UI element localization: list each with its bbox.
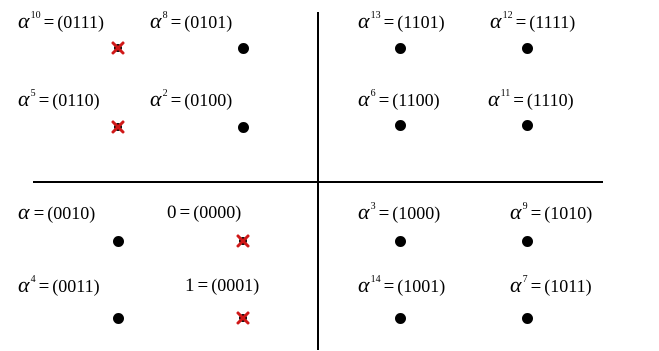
x-mark-icon bbox=[236, 311, 250, 325]
alpha-symbol: α bbox=[510, 272, 522, 297]
alpha-symbol: α bbox=[150, 86, 162, 111]
equals-sign: = bbox=[513, 90, 524, 111]
binary-value: (0000) bbox=[193, 202, 242, 222]
equals-sign: = bbox=[170, 12, 182, 33]
binary-value: (1101) bbox=[397, 12, 445, 32]
exponent: 11 bbox=[500, 88, 511, 99]
binary-value: (0100) bbox=[184, 90, 233, 110]
binary-value: (0001) bbox=[211, 275, 260, 295]
element-label-a12: α12=(1111) bbox=[490, 10, 575, 37]
element-label-zero: 0=(0000) bbox=[167, 201, 241, 224]
element-label-one: 1=(0001) bbox=[185, 274, 259, 297]
exponent: 3 bbox=[370, 201, 376, 212]
equals-sign: = bbox=[378, 90, 390, 111]
alpha-symbol: α bbox=[358, 86, 370, 111]
element-constant: 1 bbox=[185, 275, 195, 296]
exponent: 2 bbox=[162, 88, 168, 99]
constellation-point bbox=[112, 235, 124, 247]
x-mark-icon bbox=[111, 41, 125, 55]
binary-value: (1110) bbox=[526, 90, 574, 110]
alpha-symbol: α bbox=[150, 8, 162, 33]
element-label-a8: α8=(0101) bbox=[150, 10, 232, 37]
element-label-a6: α6=(1100) bbox=[358, 88, 440, 115]
constellation-point bbox=[237, 121, 249, 133]
equals-sign: = bbox=[383, 12, 395, 33]
alpha-symbol: α bbox=[510, 199, 522, 224]
alpha-symbol: α bbox=[490, 8, 502, 33]
equals-sign: = bbox=[530, 276, 542, 297]
exponent: 7 bbox=[522, 274, 528, 285]
constellation-point bbox=[521, 42, 533, 54]
binary-value: (1010) bbox=[544, 203, 593, 223]
x-mark-icon bbox=[236, 234, 250, 248]
constellation-point bbox=[112, 312, 124, 324]
exponent: 6 bbox=[370, 88, 376, 99]
equals-sign: = bbox=[38, 276, 50, 297]
equals-sign: = bbox=[515, 12, 527, 33]
element-label-a13: α13=(1101) bbox=[358, 10, 445, 37]
equals-sign: = bbox=[33, 203, 45, 224]
alpha-symbol: α bbox=[18, 8, 30, 33]
constellation-point bbox=[394, 312, 406, 324]
element-label-a3: α3=(1000) bbox=[358, 201, 440, 228]
exponent: 13 bbox=[370, 10, 381, 21]
equals-sign: = bbox=[43, 12, 55, 33]
exponent: 10 bbox=[30, 10, 41, 21]
binary-value: (0010) bbox=[47, 203, 96, 223]
element-label-a4: α4=(0011) bbox=[18, 274, 100, 301]
constellation-point bbox=[521, 312, 533, 324]
binary-value: (1000) bbox=[392, 203, 441, 223]
exponent: 5 bbox=[30, 88, 36, 99]
equals-sign: = bbox=[383, 276, 395, 297]
binary-value: (0011) bbox=[52, 276, 100, 296]
element-label-a9: α9=(1010) bbox=[510, 201, 592, 228]
element-constant: 0 bbox=[167, 202, 177, 223]
constellation-point bbox=[521, 235, 533, 247]
equals-sign: = bbox=[530, 203, 542, 224]
exponent: 12 bbox=[502, 10, 513, 21]
element-label-a2: α2=(0100) bbox=[150, 88, 232, 115]
exponent: 4 bbox=[30, 274, 36, 285]
exponent: 14 bbox=[370, 274, 381, 285]
equals-sign: = bbox=[197, 275, 209, 296]
constellation-point bbox=[394, 42, 406, 54]
alpha-symbol: α bbox=[358, 8, 370, 33]
alpha-symbol: α bbox=[18, 86, 30, 111]
binary-value: (0101) bbox=[184, 12, 233, 32]
element-label-a7: α7=(1011) bbox=[510, 274, 592, 301]
binary-value: (0111) bbox=[57, 12, 104, 32]
horizontal-divider bbox=[33, 181, 603, 183]
equals-sign: = bbox=[179, 202, 191, 223]
element-label-a10: α10=(0111) bbox=[18, 10, 104, 37]
constellation-point bbox=[237, 42, 249, 54]
element-label-a5: α5=(0110) bbox=[18, 88, 100, 115]
equals-sign: = bbox=[38, 90, 50, 111]
equals-sign: = bbox=[170, 90, 182, 111]
element-label-a11: α11=(1110) bbox=[488, 88, 574, 115]
binary-value: (1001) bbox=[397, 276, 446, 296]
alpha-symbol: α bbox=[358, 199, 370, 224]
alpha-symbol: α bbox=[488, 86, 500, 111]
binary-value: (1111) bbox=[529, 12, 576, 32]
binary-value: (0110) bbox=[52, 90, 100, 110]
alpha-symbol: α bbox=[18, 199, 30, 224]
x-mark-icon bbox=[111, 120, 125, 134]
equals-sign: = bbox=[378, 203, 390, 224]
constellation-point bbox=[521, 119, 533, 131]
constellation-point bbox=[394, 119, 406, 131]
element-label-a14: α14=(1001) bbox=[358, 274, 445, 301]
exponent: 9 bbox=[522, 201, 528, 212]
exponent: 8 bbox=[162, 10, 168, 21]
alpha-symbol: α bbox=[18, 272, 30, 297]
element-label-a1: α=(0010) bbox=[18, 201, 95, 228]
binary-value: (1100) bbox=[392, 90, 440, 110]
binary-value: (1011) bbox=[544, 276, 592, 296]
constellation-point bbox=[394, 235, 406, 247]
alpha-symbol: α bbox=[358, 272, 370, 297]
